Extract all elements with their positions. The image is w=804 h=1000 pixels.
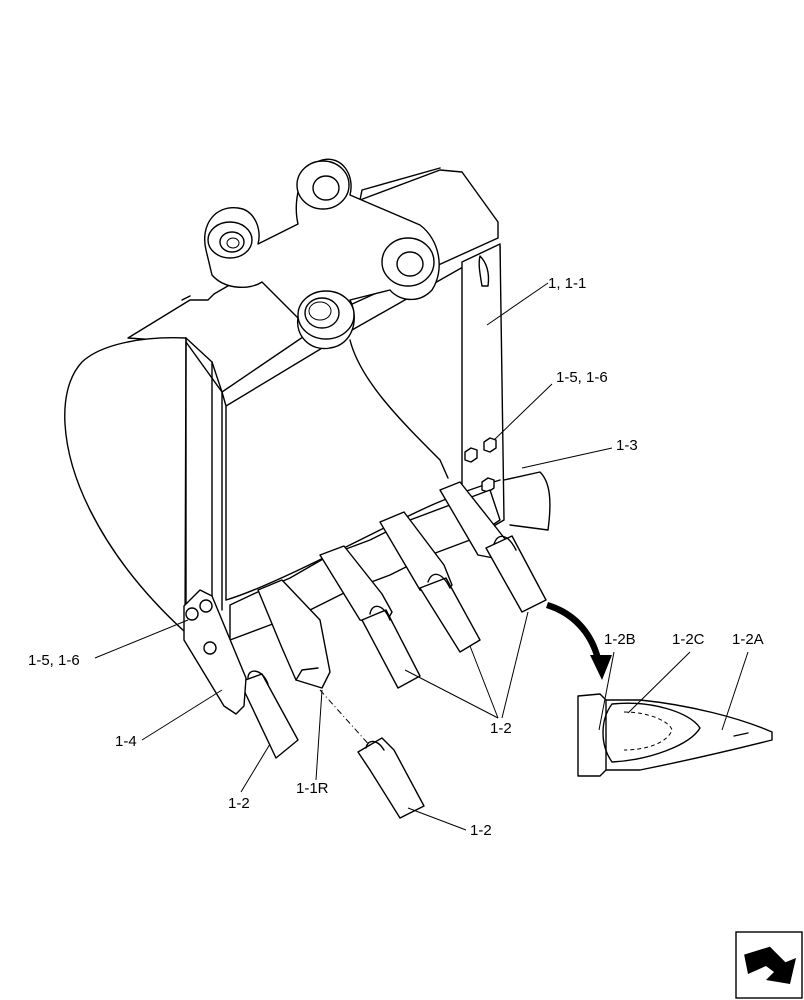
detail-arrow-head: [590, 655, 612, 680]
label-tooth-lower: 1-2: [470, 822, 492, 839]
pin-boss-2: [296, 160, 350, 210]
tooth-2: [361, 605, 421, 689]
label-detail-pin: 1-2C: [672, 631, 705, 648]
adapter-2: [319, 545, 393, 627]
label-detail-tooth: 1-2A: [732, 631, 764, 648]
bolt-group-right: [464, 437, 497, 493]
tooth-3: [419, 573, 481, 653]
detail-assembly: [577, 693, 773, 777]
next-page-arrow-icon[interactable]: [735, 931, 803, 999]
label-tooth-left: 1-2: [228, 795, 250, 812]
label-hardware-left: 1-5, 1-6: [28, 652, 80, 669]
label-detail-adapter: 1-2B: [604, 631, 636, 648]
tooth-exploded: [357, 737, 425, 819]
pin-boss-1: [207, 221, 253, 259]
label-side-plate: 1-4: [115, 733, 137, 750]
label-hardware-upper: 1-5, 1-6: [556, 369, 608, 386]
bucket-left-side: [64, 337, 223, 633]
pin-boss-3: [381, 237, 435, 287]
side-plate-left: [183, 589, 247, 715]
tooth-4: [485, 535, 547, 613]
label-side-cutter: 1-3: [616, 437, 638, 454]
label-teeth-group: 1-2: [490, 720, 512, 737]
label-bucket: 1, 1-1: [548, 275, 586, 292]
detail-arrow: [546, 602, 602, 664]
linkage-plate: [204, 158, 440, 350]
pin-boss-4: [297, 290, 355, 340]
adapter-1: [257, 579, 331, 689]
label-adapter-right: 1-1R: [296, 780, 329, 797]
leader-lines: [94, 282, 749, 831]
assembly-line: [319, 689, 373, 749]
tooth-1: [239, 670, 299, 759]
